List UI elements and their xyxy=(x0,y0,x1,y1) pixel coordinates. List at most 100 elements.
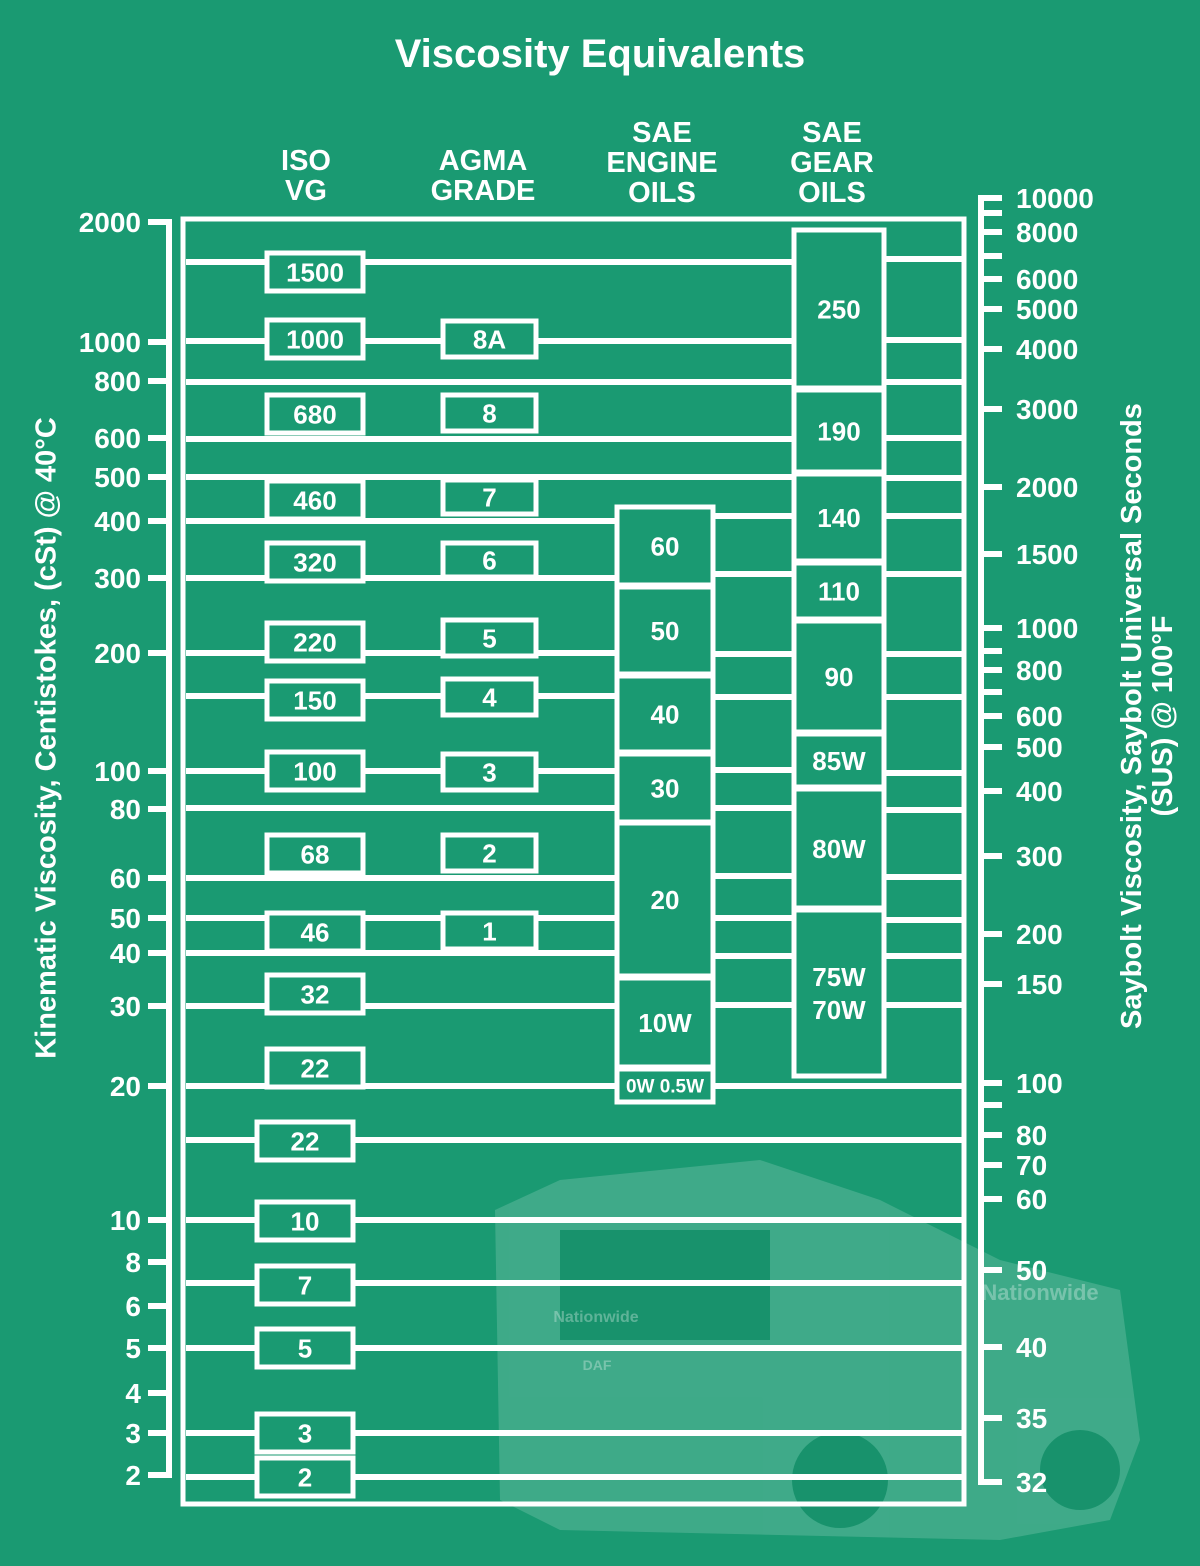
grade-box xyxy=(254,1263,356,1307)
left-axis-tick-label: 40 xyxy=(110,938,141,969)
grade-line xyxy=(186,436,794,442)
grade-box xyxy=(264,620,366,664)
grade-line xyxy=(713,651,794,657)
left-axis-tick xyxy=(148,435,168,441)
grade-line xyxy=(186,1137,962,1143)
grade-line xyxy=(186,1003,617,1009)
right-axis: 1000080006000500040003000200015001000800… xyxy=(978,183,1094,1498)
grade-box xyxy=(791,907,887,1079)
right-axis-tick-label: 4000 xyxy=(1016,334,1078,365)
grade-boxes: 1500100068046032022015010068463222221075… xyxy=(254,227,887,1499)
grade-line xyxy=(884,807,962,813)
grade-line xyxy=(186,875,617,881)
header-line: SAE xyxy=(632,117,692,149)
grade-box-label: 110 xyxy=(818,576,860,606)
right-axis-tick-label: 32 xyxy=(1016,1467,1047,1498)
left-axis-tick-label: 2000 xyxy=(79,207,141,238)
grade-box-label: 190 xyxy=(817,416,860,446)
left-axis-tick-label: 30 xyxy=(110,991,141,1022)
grade-box-label: 4 xyxy=(482,682,497,712)
grade-line xyxy=(186,474,794,480)
grade-box xyxy=(254,1411,356,1455)
left-axis-tick-label: 5 xyxy=(125,1333,141,1364)
left-axis-tick-label: 1000 xyxy=(79,327,141,358)
grade-box-label: 40 xyxy=(651,699,680,729)
grade-box-label: 250 xyxy=(817,294,860,324)
grade-box-label: 46 xyxy=(301,917,330,947)
grid-lines xyxy=(186,256,962,1480)
series-iso-vg: 1500100068046032022015010068463222221075… xyxy=(254,250,366,1499)
grade-line xyxy=(713,694,794,700)
left-axis-tick xyxy=(148,950,168,956)
left-axis-tick-label: 500 xyxy=(94,462,141,493)
grade-line xyxy=(884,337,962,343)
right-axis-tick xyxy=(980,195,1002,201)
left-axis-tick xyxy=(148,1430,168,1436)
grade-box xyxy=(791,786,887,911)
left-axis-tick-label: 8 xyxy=(125,1247,141,1278)
right-axis-tick-label: 10000 xyxy=(1016,183,1094,214)
right-axis-tick xyxy=(980,648,1002,654)
grade-box xyxy=(791,618,887,735)
grade-box-label: 150 xyxy=(293,685,336,715)
grade-box-label: 80W xyxy=(812,834,866,864)
right-axis-tick xyxy=(980,253,1002,259)
column-header-iso-vg: ISO VG xyxy=(226,146,386,206)
left-axis-tick xyxy=(148,1259,168,1265)
grade-box-label: 460 xyxy=(293,485,336,515)
left-axis-tick xyxy=(148,806,168,812)
grade-line xyxy=(186,805,617,811)
grade-line xyxy=(186,259,794,265)
left-axis-tick xyxy=(148,1472,168,1478)
grade-line xyxy=(713,953,794,959)
grade-box xyxy=(440,617,539,659)
grade-box xyxy=(264,250,366,294)
header-line: GRADE xyxy=(430,175,536,207)
right-axis-tick xyxy=(980,1080,1002,1086)
column-header-sae-engine-oils: SAE ENGINE OILS xyxy=(582,118,742,208)
grade-line xyxy=(713,767,794,773)
grade-box-label: 68 xyxy=(301,839,330,869)
left-axis-tick xyxy=(148,219,168,225)
grade-line xyxy=(713,1083,962,1089)
grade-line xyxy=(713,571,794,577)
left-axis-tick xyxy=(148,875,168,881)
grade-box xyxy=(264,540,366,584)
header-line: AGMA xyxy=(438,145,528,177)
right-axis-tick xyxy=(980,1132,1002,1138)
right-axis-tick-label: 80 xyxy=(1016,1120,1047,1151)
left-axis-tick-label: 2 xyxy=(125,1460,141,1491)
grade-box-label: 5 xyxy=(482,623,496,653)
left-axis-tick xyxy=(148,378,168,384)
left-axis-tick-label: 600 xyxy=(94,423,141,454)
grade-line xyxy=(186,915,617,921)
grade-box-label: 22 xyxy=(291,1126,320,1156)
column-header-sae-gear-oils: SAE GEAR OILS xyxy=(752,118,912,208)
grade-box-label: 50 xyxy=(651,616,680,646)
right-axis-tick-label: 600 xyxy=(1016,701,1063,732)
header-line: ISO xyxy=(281,145,331,177)
grade-line xyxy=(713,915,794,921)
left-axis-tick xyxy=(148,1003,168,1009)
grade-box-label: 8 xyxy=(482,398,496,428)
grade-box-label: 1000 xyxy=(286,324,344,354)
right-axis-tick-label: 200 xyxy=(1016,919,1063,950)
left-axis-tick-label: 4 xyxy=(125,1378,141,1409)
left-axis-tick xyxy=(148,339,168,345)
grade-box-label: 6 xyxy=(482,545,496,575)
left-axis-tick-label: 6 xyxy=(125,1291,141,1322)
grade-box xyxy=(440,751,539,793)
grade-line xyxy=(884,513,962,519)
right-axis-tick xyxy=(980,1267,1002,1273)
left-axis-tick-label: 20 xyxy=(110,1071,141,1102)
right-axis-tick-label: 800 xyxy=(1016,655,1063,686)
grade-box-label: 680 xyxy=(293,399,336,429)
watermark-truck-badge: DAF xyxy=(583,1357,612,1373)
grade-line xyxy=(186,1083,617,1089)
grade-box-label: 7 xyxy=(482,482,496,512)
right-axis-tick-label: 60 xyxy=(1016,1184,1047,1215)
grade-box xyxy=(614,584,716,677)
grade-line xyxy=(713,873,794,879)
